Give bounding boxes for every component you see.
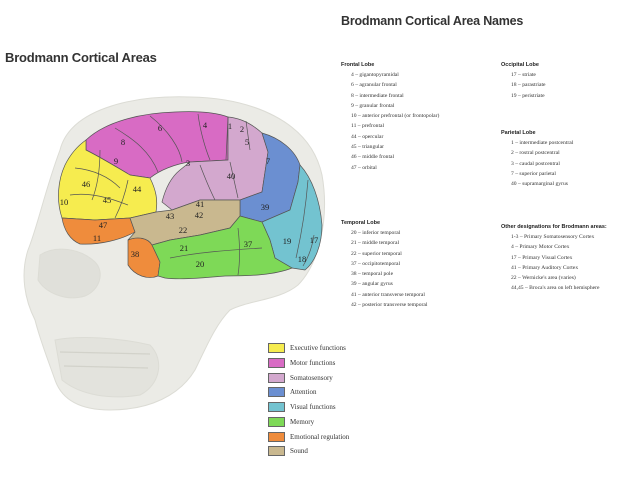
area-label: 40 bbox=[227, 171, 236, 181]
list-item: 44 – opercular bbox=[351, 133, 384, 140]
list-item: 21 – middle temporal bbox=[351, 240, 400, 247]
area-label: 46 bbox=[82, 179, 91, 189]
legend-label: Executive functions bbox=[290, 343, 346, 352]
list-item: 42 – posterior transverse temporal bbox=[351, 302, 428, 309]
list-item: 1-3 – Primary Somatosensory Cortex bbox=[511, 234, 595, 240]
legend-label: Somatosensory bbox=[290, 373, 333, 382]
legend-item: Attention bbox=[268, 385, 316, 398]
list-item: 6 – agranular frontal bbox=[351, 82, 397, 89]
list-item: 39 – angular gyrus bbox=[351, 281, 393, 288]
area-label: 2 bbox=[240, 124, 244, 134]
list-item: 46 – middle frontal bbox=[351, 154, 395, 161]
lobe-title: Occipital Lobe bbox=[501, 62, 539, 68]
legend-swatch bbox=[268, 445, 285, 456]
list-item: 44,45 – Broca's area on left hemisphere bbox=[511, 285, 600, 292]
diagram-title: Brodmann Cortical Areas bbox=[5, 50, 157, 65]
area-label: 20 bbox=[196, 259, 205, 269]
area-label: 11 bbox=[93, 233, 101, 243]
list-item: 4 – Primary Motor Cortex bbox=[511, 244, 570, 251]
list-item: 19 – peristriate bbox=[511, 92, 545, 99]
list-item: 4 – gigantopyramidal bbox=[351, 72, 399, 78]
legend-swatch bbox=[268, 431, 285, 442]
area-label: 44 bbox=[133, 184, 142, 194]
list-item: 9 – granular frontal bbox=[351, 102, 395, 109]
list-item: 40 – supramarginal gyrus bbox=[511, 181, 568, 188]
area-label: 1 bbox=[228, 121, 232, 131]
area-label: 17 bbox=[310, 235, 319, 245]
area-label: 8 bbox=[121, 137, 125, 147]
legend-swatch bbox=[268, 401, 285, 412]
area-label: 21 bbox=[180, 243, 189, 253]
legend-item: Motor functions bbox=[268, 356, 335, 369]
region-memory bbox=[151, 215, 293, 280]
area-label: 39 bbox=[261, 202, 270, 212]
lobe-title: Other designations for Brodmann areas: bbox=[501, 224, 607, 230]
brain-illustration: 4 6 8 1 2 5 3 40 43 7 39 19 18 17 9 46 1… bbox=[23, 96, 325, 411]
list-item: 7 – superior parietal bbox=[511, 170, 556, 177]
list-item: 17 – striate bbox=[511, 72, 536, 78]
list-item: 41 – anterior transverse temporal bbox=[351, 291, 425, 298]
list-item: 10 – anterior prefrontal (or frontopolar… bbox=[351, 113, 440, 120]
area-label: 47 bbox=[99, 220, 108, 230]
list-item: 18 – parastriate bbox=[511, 82, 546, 89]
area-label: 4 bbox=[203, 120, 208, 130]
list-item: 11 – prefrontal bbox=[351, 123, 385, 130]
legend-swatch bbox=[268, 342, 285, 353]
other-designations-section: Other designations for Brodmann areas: 1… bbox=[501, 224, 607, 294]
list-item: 8 – intermediate frontal bbox=[351, 92, 404, 99]
list-item: 37 – occipitotemporal bbox=[351, 260, 401, 267]
area-label: 9 bbox=[114, 156, 118, 166]
area-label: 3 bbox=[186, 158, 190, 168]
list-item: 1 – intermediate postcentral bbox=[511, 140, 574, 146]
legend-swatch bbox=[268, 386, 285, 397]
legend-label: Sound bbox=[290, 446, 308, 455]
names-title: Brodmann Cortical Area Names bbox=[341, 14, 524, 28]
list-item: 45 – triangular bbox=[351, 144, 384, 151]
list-item: 17 – Primary Visual Cortex bbox=[511, 254, 573, 261]
region-sound bbox=[127, 199, 241, 246]
area-label: 7 bbox=[266, 156, 270, 166]
area-label: 10 bbox=[60, 197, 69, 207]
legend-label: Visual functions bbox=[290, 402, 336, 411]
area-label: 19 bbox=[283, 236, 292, 246]
legend-item: Sound bbox=[268, 444, 308, 457]
area-label: 38 bbox=[131, 249, 140, 259]
list-item: 47 – orbital bbox=[351, 164, 377, 171]
legend-item: Emotional regulation bbox=[268, 430, 349, 443]
legend-label: Attention bbox=[290, 387, 317, 396]
legend-label: Memory bbox=[290, 417, 315, 426]
area-label: 6 bbox=[158, 123, 162, 133]
temporal-lobe-section: Temporal Lobe 20 – inferior temporal 21 … bbox=[341, 220, 427, 310]
list-item: 3 – caudal postcentral bbox=[511, 160, 560, 167]
legend-item: Memory bbox=[268, 415, 314, 428]
list-item: 41 – Primary Auditory Cortex bbox=[511, 264, 579, 271]
legend-item: Executive functions bbox=[268, 341, 346, 354]
area-label: 37 bbox=[244, 239, 253, 249]
legend-swatch bbox=[268, 416, 285, 427]
area-label: 18 bbox=[298, 254, 307, 264]
legend-swatch bbox=[268, 372, 285, 383]
area-label: 43 bbox=[166, 211, 175, 221]
list-item: 2 – rostral postcentral bbox=[511, 150, 560, 157]
lobe-title: Temporal Lobe bbox=[341, 220, 381, 226]
legend-item: Visual functions bbox=[268, 400, 336, 413]
list-item: 20 – inferior temporal bbox=[351, 230, 401, 236]
area-label: 22 bbox=[179, 225, 188, 235]
frontal-lobe-section: Frontal Lobe 4 – gigantopyramidal 6 – ag… bbox=[341, 62, 439, 173]
area-label: 5 bbox=[245, 137, 249, 147]
occipital-lobe-section: Occipital Lobe 17 – striate 18 – parastr… bbox=[501, 62, 545, 101]
parietal-lobe-section: Parietal Lobe 1 – intermediate postcentr… bbox=[501, 130, 573, 189]
lobe-title: Frontal Lobe bbox=[341, 62, 375, 68]
lobe-title: Parietal Lobe bbox=[501, 130, 536, 136]
legend-label: Motor functions bbox=[290, 358, 336, 367]
list-item: 22 – Wernicke's area (varies) bbox=[511, 275, 576, 282]
list-item: 38 – temporal pole bbox=[351, 271, 394, 278]
legend-label: Emotional regulation bbox=[290, 432, 350, 441]
legend-swatch bbox=[268, 357, 285, 368]
area-label: 45 bbox=[103, 195, 112, 205]
list-item: 22 – superior temporal bbox=[351, 250, 402, 257]
area-label: 41 bbox=[196, 199, 205, 209]
legend-item: Somatosensory bbox=[268, 371, 333, 384]
area-label: 42 bbox=[195, 210, 204, 220]
